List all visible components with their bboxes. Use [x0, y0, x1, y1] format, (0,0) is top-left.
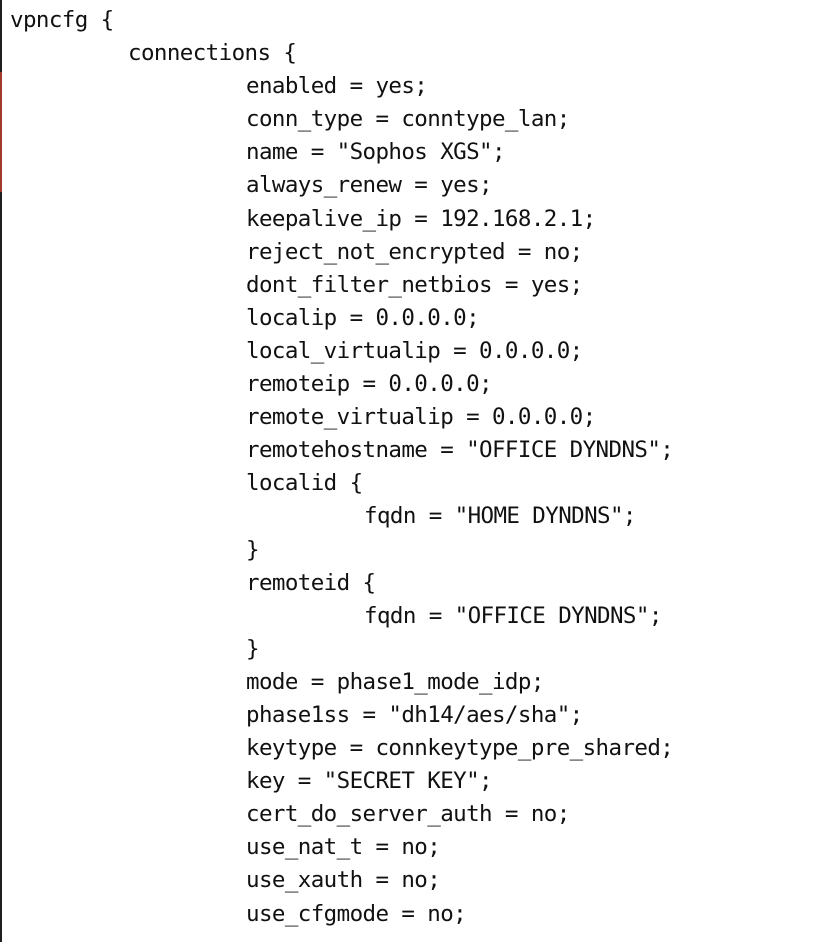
code-line: cert_do_server_auth = no;	[246, 801, 570, 828]
code-line: mode = phase1_mode_idp;	[246, 668, 544, 695]
code-line: }	[246, 536, 260, 563]
window-edge-accent	[0, 72, 2, 192]
code-line: phase1ss = "dh14/aes/sha";	[246, 701, 583, 728]
code-line: use_nat_t = no;	[246, 834, 441, 861]
code-line: reject_not_encrypted = no;	[246, 238, 583, 265]
code-line: always_renew = yes;	[246, 172, 493, 199]
code-line: connections {	[128, 40, 297, 67]
code-line: localid {	[246, 470, 363, 497]
code-line: remotehostname = "OFFICE DYNDNS";	[246, 437, 674, 464]
code-line: conn_type = conntype_lan;	[246, 106, 570, 133]
code-line: remote_virtualip = 0.0.0.0;	[246, 404, 596, 431]
code-line: remoteid {	[246, 569, 376, 596]
code-line: name = "Sophos XGS";	[246, 139, 506, 166]
code-line: localip = 0.0.0.0;	[246, 304, 480, 331]
code-line: fqdn = "HOME DYNDNS";	[364, 503, 636, 530]
code-line: dont_filter_netbios = yes;	[246, 271, 583, 298]
code-line: fqdn = "OFFICE DYNDNS";	[364, 602, 662, 629]
code-line: enabled = yes;	[246, 73, 428, 100]
code-line: key = "SECRET KEY";	[246, 768, 493, 795]
code-line: remoteip = 0.0.0.0;	[246, 371, 493, 398]
code-line: vpncfg {	[10, 7, 114, 33]
code-line: use_xauth = no;	[246, 867, 441, 894]
code-line: keytype = connkeytype_pre_shared;	[246, 735, 674, 762]
code-line: use_cfgmode = no;	[246, 900, 467, 927]
code-text-area[interactable]: vpncfg { connections { enabled = yes; conn_…	[10, 4, 810, 931]
code-line: }	[246, 635, 260, 662]
code-line: local_virtualip = 0.0.0.0;	[246, 337, 583, 364]
code-line: keepalive_ip = 192.168.2.1;	[246, 205, 596, 232]
window-left-edge	[0, 0, 2, 942]
